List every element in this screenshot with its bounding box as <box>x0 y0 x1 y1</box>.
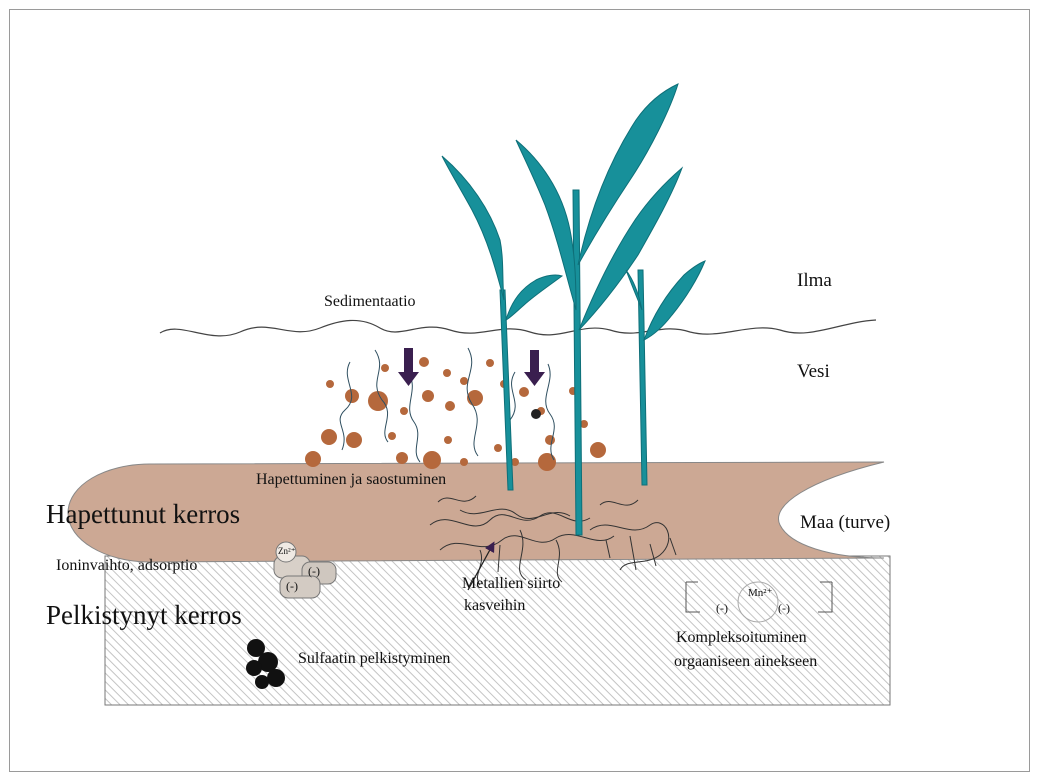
reduced-layer-label: Pelkistynyt kerros <box>46 602 242 629</box>
charge-label-zinc-2: (-) <box>286 580 298 592</box>
wetland-diagram <box>10 10 1031 773</box>
manganese-ion-label: Mn²⁺ <box>748 588 772 599</box>
charge-label-zinc-1: (-) <box>308 565 320 577</box>
metal-transfer-label-line1: Metallien siirto <box>462 576 560 592</box>
charge-label-mn-right: (-) <box>778 602 790 614</box>
oxidation-precipitation-label: Hapettuminen ja saostuminen <box>256 472 446 488</box>
air-label: Ilma <box>797 271 832 290</box>
sediment-particles <box>305 357 606 471</box>
diagram-frame: Ilma Vesi Maa (turve) Hapettunut kerros … <box>9 9 1030 772</box>
ion-exchange-label: Ioninvaihto, adsorptio <box>56 558 197 574</box>
water-surface-line <box>160 320 876 336</box>
oxidized-layer-label: Hapettunut kerros <box>46 501 240 528</box>
sedimentation-label: Sedimentaatio <box>324 294 416 310</box>
complexation-label-line1: Kompleksoituminen <box>676 630 807 646</box>
zinc-ion-label: Zn²⁺ <box>278 547 295 556</box>
water-label: Vesi <box>797 362 830 381</box>
charge-label-mn-left: (-) <box>716 602 728 614</box>
sulfate-reduction-label: Sulfaatin pelkistyminen <box>298 651 450 667</box>
metal-transfer-label-line2: kasveihin <box>464 598 525 614</box>
complexation-label-line2: orgaaniseen ainekseen <box>674 654 817 670</box>
soil-label: Maa (turve) <box>800 513 890 532</box>
